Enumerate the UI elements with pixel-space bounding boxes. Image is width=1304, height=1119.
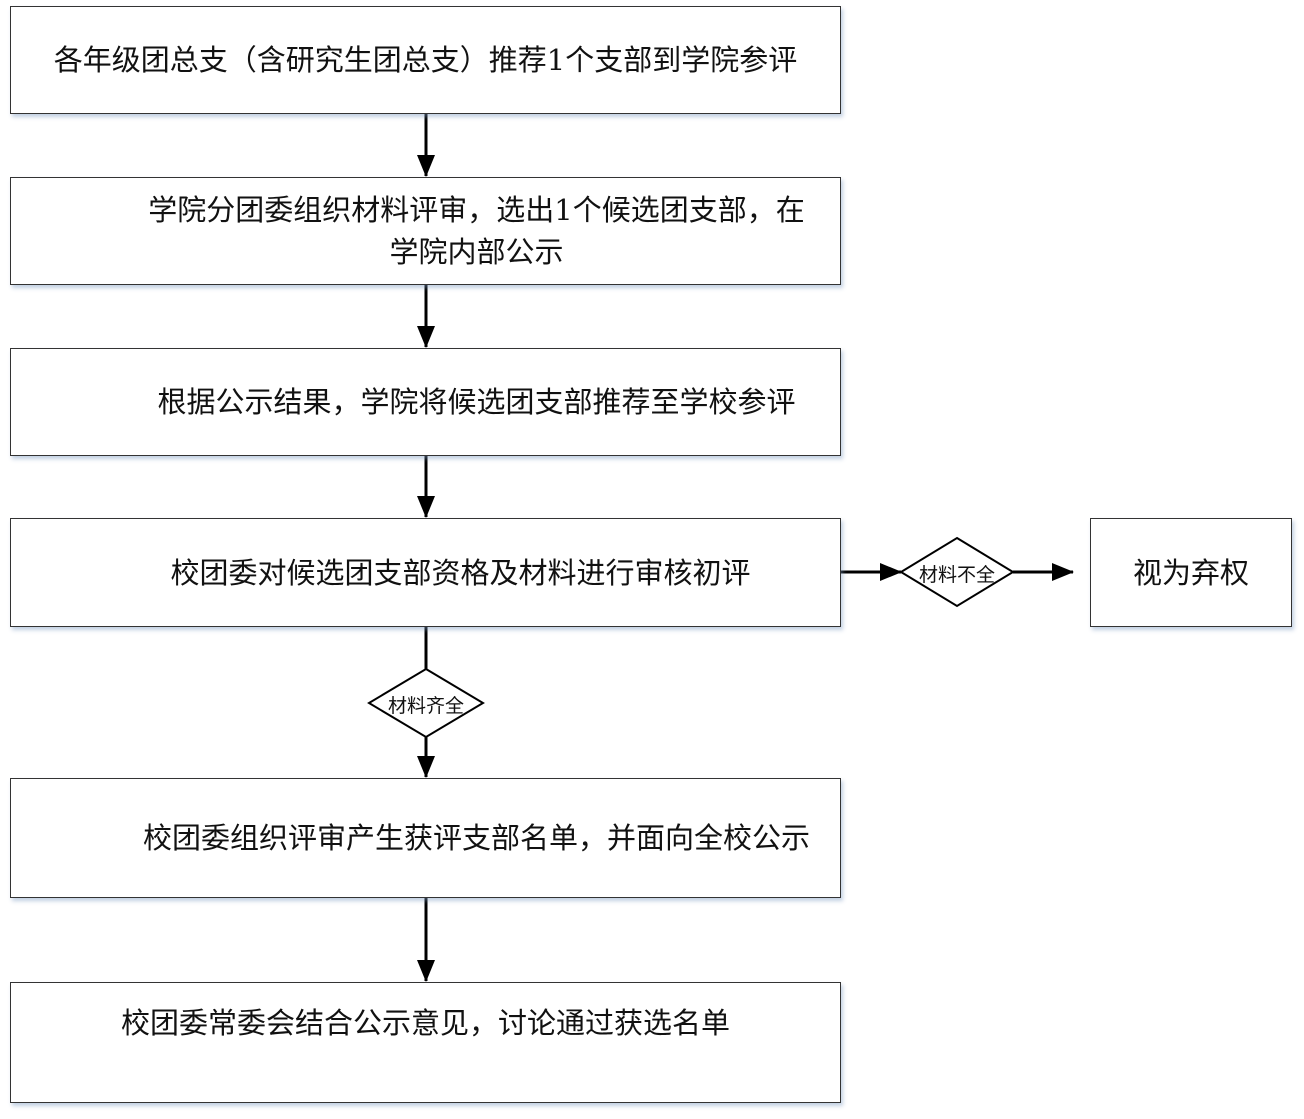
step-2-text: 学院分团委组织材料评审，选出1个候选团支部，在学院内部公示: [148, 193, 805, 269]
decision-diamond-incomplete: [899, 536, 1015, 608]
step-4-text: 校团委对候选团支部资格及材料进行审核初评: [170, 555, 751, 590]
step-5-box: 校团委组织评审产生获评支部名单，并面向全校公示: [10, 778, 841, 898]
outcome-abstain-text: 视为弃权: [1132, 555, 1249, 590]
step-6-box: 校团委常委会结合公示意见，讨论通过获选名单: [10, 982, 841, 1103]
decision-complete-label: 材料齐全: [387, 695, 464, 717]
step-3-text: 根据公示结果，学院将候选团支部推荐至学校参评: [157, 385, 796, 419]
decision-diamond-complete: [367, 667, 485, 739]
step-5-text: 校团委组织评审产生获评支部名单，并面向全校公示: [142, 821, 810, 855]
step-1-text: 各年级团总支（含研究生团总支）推荐1个支部到学院参评: [53, 43, 798, 77]
step-4-box: 校团委对候选团支部资格及材料进行审核初评: [10, 518, 841, 627]
step-2-box: 学院分团委组织材料评审，选出1个候选团支部，在学院内部公示: [10, 177, 841, 285]
step-3-box: 根据公示结果，学院将候选团支部推荐至学校参评: [10, 348, 841, 456]
outcome-abstain-box: 视为弃权: [1090, 518, 1292, 627]
step-1-box: 各年级团总支（含研究生团总支）推荐1个支部到学院参评: [10, 6, 841, 114]
step-6-text: 校团委常委会结合公示意见，讨论通过获选名单: [120, 1005, 730, 1040]
decision-incomplete-label: 材料不全: [918, 564, 995, 586]
